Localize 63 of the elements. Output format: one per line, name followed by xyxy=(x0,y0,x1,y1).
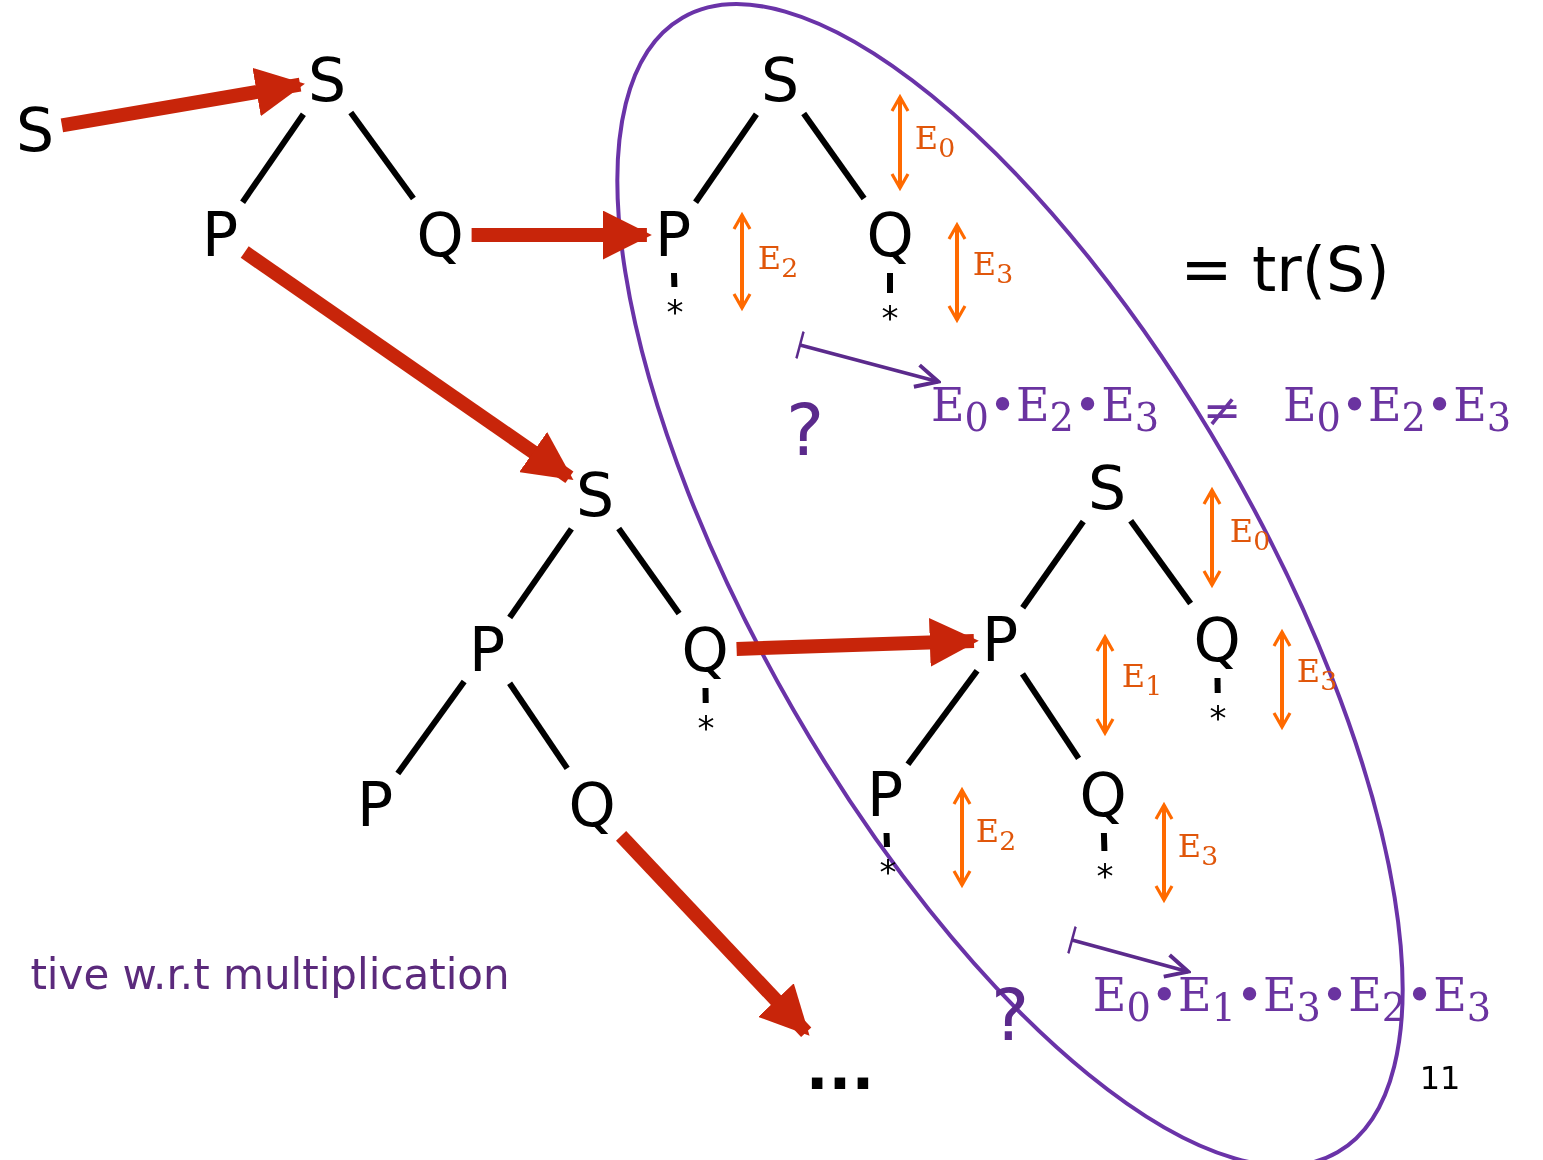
leaf-star-symbol: * xyxy=(881,301,899,335)
tree-node-symbol: S xyxy=(760,50,800,110)
tree-node-symbol: P xyxy=(654,205,692,265)
arrow xyxy=(736,617,979,667)
product-expression: E$_{0}$•E$_{2}$•E$_{3}$ xyxy=(930,382,1160,438)
tree-node-symbol: Q xyxy=(866,205,914,265)
tree-branch-line xyxy=(905,669,980,766)
tree-branch-line xyxy=(1128,519,1194,606)
leaf-star-symbol: * xyxy=(1209,701,1227,735)
tree-branch-line xyxy=(693,112,759,204)
product-expression: E$_{0}$•E$_{2}$•E$_{3}$ xyxy=(1282,382,1512,438)
cost-label: E$_{2}$ xyxy=(975,815,1017,855)
not-equal-sign: ≠ xyxy=(1202,387,1242,433)
arrow xyxy=(60,67,305,133)
tree-branch-line xyxy=(702,687,709,704)
tree-branch-line xyxy=(395,679,467,776)
tree-branch-line xyxy=(1020,519,1086,610)
tree-branch-line xyxy=(1100,832,1108,852)
arrow xyxy=(471,210,652,260)
cost-label: E$_{2}$ xyxy=(757,242,799,282)
tree-branch-line xyxy=(1214,677,1221,694)
tree-branch-line xyxy=(240,112,306,204)
ellipsis-symbol: ... xyxy=(805,1038,875,1098)
cost-label: E$_{0}$ xyxy=(1229,515,1271,555)
tree-node-symbol: P xyxy=(468,620,506,680)
tree-branch-line xyxy=(348,110,416,201)
tree-node-symbol: S xyxy=(307,50,347,110)
equation-text: = tr(S) xyxy=(1180,239,1390,301)
tree-branch-line xyxy=(801,111,867,201)
tree-branch-line xyxy=(671,272,678,288)
tree-node-symbol: Q xyxy=(1079,765,1127,825)
tree-node-symbol: S xyxy=(1087,458,1127,518)
cost-label: E$_{1}$ xyxy=(1121,660,1163,700)
page-number: 11 xyxy=(1419,1062,1461,1094)
tree-node-symbol: P xyxy=(981,610,1019,670)
tree-node-symbol: S xyxy=(575,465,615,525)
cost-label: E$_{3}$ xyxy=(1177,830,1219,870)
tree-node-symbol: Q xyxy=(1193,610,1241,670)
leaf-star-symbol: * xyxy=(1096,859,1114,893)
leaf-star-symbol: * xyxy=(666,295,684,329)
tree-branch-line xyxy=(1020,672,1082,760)
tree-branch-line xyxy=(883,832,890,848)
tree-branch-line xyxy=(616,526,682,616)
tree-branch-line xyxy=(507,681,570,771)
cost-label: E$_{3}$ xyxy=(972,248,1014,288)
tree-node-symbol: P xyxy=(356,775,394,835)
tree-node-symbol: Q xyxy=(681,620,729,680)
note-text: tive w.r.t multiplication xyxy=(30,954,510,996)
tree-branch-line xyxy=(887,273,893,293)
cost-label: E$_{0}$ xyxy=(914,122,956,162)
tree-branch-line xyxy=(507,527,574,620)
arrow xyxy=(1067,925,1191,979)
tree-node-symbol: S xyxy=(15,100,55,160)
tree-node-symbol: P xyxy=(201,205,239,265)
tree-node-symbol: Q xyxy=(416,205,464,265)
arrow xyxy=(240,246,574,483)
arrow xyxy=(616,831,812,1037)
question-mark: ? xyxy=(785,394,825,466)
leaf-star-symbol: * xyxy=(697,711,715,745)
tree-node-symbol: P xyxy=(866,765,904,825)
tree-node-symbol: Q xyxy=(568,775,616,835)
leaf-star-symbol: * xyxy=(879,855,897,889)
arrow xyxy=(795,330,941,389)
